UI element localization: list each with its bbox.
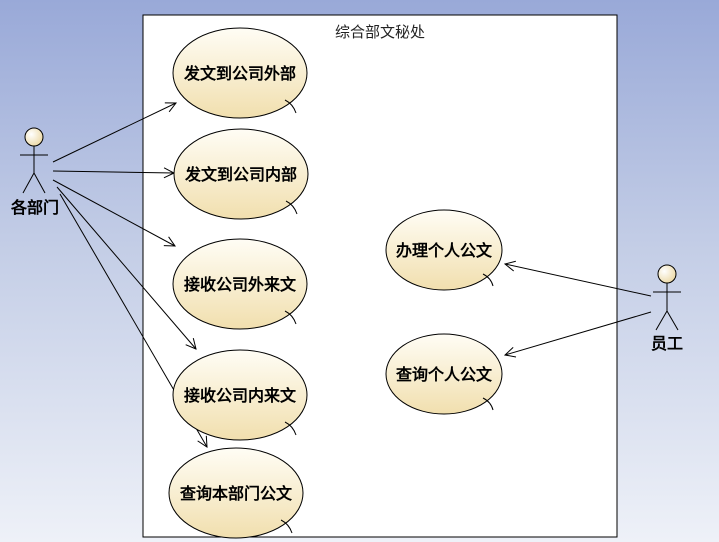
actor-label: 各部门 (10, 198, 59, 217)
association-staff-uc6 (505, 264, 652, 297)
note-corner-icon (284, 99, 297, 114)
note-corner-icon (280, 519, 293, 534)
association-dept-uc3 (52, 179, 175, 246)
use-case-ellipse (172, 349, 308, 441)
actor-dept[interactable]: 各部门 (10, 127, 59, 217)
use-case-ellipse (172, 238, 308, 330)
use-case-label: 办理个人公文 (396, 241, 493, 260)
use-case-ellipse (385, 333, 503, 415)
use-case-ellipse (172, 27, 308, 119)
use-case-label: 接收公司外来文 (184, 275, 297, 294)
stick-figure-icon (20, 127, 48, 194)
association-staff-uc7 (505, 311, 652, 355)
boundary-title: 综合部文秘处 (335, 23, 425, 41)
use-case-label: 发文到公司外部 (183, 64, 296, 83)
note-corner-icon (285, 200, 298, 215)
use-case-uc5[interactable]: 查询本部门公文 (168, 447, 304, 539)
actor-label: 员工 (651, 334, 683, 353)
use-case-uc7[interactable]: 查询个人公文 (385, 333, 503, 415)
note-corner-icon (482, 273, 494, 287)
use-case-ellipse (173, 128, 309, 220)
use-case-label: 接收公司内来文 (184, 386, 297, 405)
association-dept-uc4 (56, 186, 196, 349)
use-case-uc1[interactable]: 发文到公司外部 (172, 27, 308, 119)
association-dept-uc1 (52, 103, 176, 163)
use-case-uc2[interactable]: 发文到公司内部 (173, 128, 309, 220)
use-case-uc6[interactable]: 办理个人公文 (385, 209, 503, 291)
use-case-label: 查询个人公文 (396, 365, 493, 384)
use-case-label: 查询本部门公文 (180, 484, 293, 503)
use-case-ellipse (385, 209, 503, 291)
use-case-uc4[interactable]: 接收公司内来文 (172, 349, 308, 441)
stick-figure-icon (653, 264, 681, 331)
association-dept-uc2 (52, 171, 174, 173)
note-corner-icon (284, 310, 297, 325)
use-case-uc3[interactable]: 接收公司外来文 (172, 238, 308, 330)
actor-staff[interactable]: 员工 (651, 264, 683, 353)
note-corner-icon (284, 421, 297, 436)
note-corner-icon (482, 397, 494, 411)
use-case-ellipse (168, 447, 304, 539)
use-case-label: 发文到公司内部 (184, 165, 297, 184)
